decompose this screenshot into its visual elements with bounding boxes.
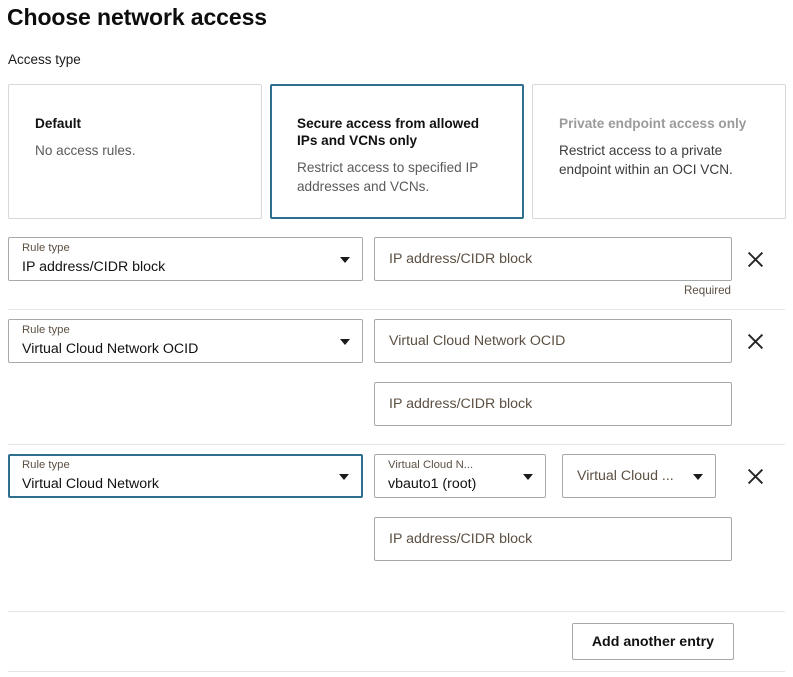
rule-type-value-1: IP address/CIDR block: [22, 259, 166, 275]
vcn-selectors-row: Virtual Cloud N... vbauto1 (root) Virtua…: [374, 454, 732, 498]
ip-cidr-input-2[interactable]: IP address/CIDR block: [374, 382, 732, 426]
rule-type-value-2: Virtual Cloud Network OCID: [22, 341, 199, 357]
ip-cidr-placeholder-2: IP address/CIDR block: [389, 396, 533, 412]
add-another-entry-button[interactable]: Add another entry: [571, 623, 734, 660]
access-type-label: Access type: [8, 52, 81, 67]
rule-type-label-2: Rule type: [22, 324, 70, 336]
caret-down-icon: [340, 339, 350, 345]
page-title: Choose network access: [7, 4, 267, 30]
required-note-1: Required: [683, 284, 731, 297]
access-type-card-private-endpoint-description: Restrict access to a private endpoint wi…: [559, 143, 733, 177]
rule-row: Rule type Virtual Cloud Network OCID Vir…: [0, 310, 793, 445]
access-rules-list: Rule type IP address/CIDR block IP addre…: [0, 228, 793, 561]
footer: Add another entry: [0, 611, 793, 672]
footer-divider-top: [8, 611, 785, 612]
rule-type-label-3: Rule type: [22, 459, 70, 471]
rule-type-label-1: Rule type: [22, 242, 70, 254]
access-type-card-secure-access[interactable]: Secure access from allowed IPs and VCNs …: [270, 84, 524, 219]
rule-type-select-1[interactable]: Rule type IP address/CIDR block: [8, 237, 363, 281]
rule-divider: [8, 309, 785, 310]
vcn-select-3[interactable]: Virtual Cloud ...: [562, 454, 716, 498]
access-type-card-private-endpoint[interactable]: Private endpoint access only Restrict ac…: [532, 84, 786, 219]
access-type-card-default-description: No access rules.: [35, 143, 136, 158]
rule-value-group-1: IP address/CIDR block Required: [374, 237, 732, 297]
rule-value-group-3: Virtual Cloud N... vbauto1 (root) Virtua…: [374, 454, 732, 561]
rule-type-select-3[interactable]: Rule type Virtual Cloud Network: [8, 454, 363, 498]
vcn-ocid-placeholder-2: Virtual Cloud Network OCID: [389, 333, 566, 349]
rule-row: Rule type Virtual Cloud Network Virtual …: [0, 445, 793, 561]
remove-rule-button-1[interactable]: [732, 237, 778, 281]
ip-cidr-input-1[interactable]: IP address/CIDR block: [374, 237, 732, 281]
vcn-compartment-value-3: vbauto1 (root): [388, 476, 477, 492]
rule-type-value-3: Virtual Cloud Network: [22, 476, 159, 492]
access-type-card-group: Default No access rules. Secure access f…: [8, 84, 786, 219]
caret-down-icon: [523, 474, 533, 480]
caret-down-icon: [340, 257, 350, 263]
vcn-compartment-label-3: Virtual Cloud N...: [388, 459, 474, 471]
vcn-placeholder-3: Virtual Cloud ...: [577, 468, 674, 484]
ip-cidr-placeholder-1: IP address/CIDR block: [389, 251, 533, 267]
access-type-card-secure-access-description: Restrict access to specified IP addresse…: [297, 160, 479, 194]
vcn-ocid-input-2[interactable]: Virtual Cloud Network OCID: [374, 319, 732, 363]
rule-type-select-2[interactable]: Rule type Virtual Cloud Network OCID: [8, 319, 363, 363]
access-type-card-default-title: Default: [35, 116, 82, 131]
access-type-card-default[interactable]: Default No access rules.: [8, 84, 262, 219]
rule-divider: [8, 444, 785, 445]
caret-down-icon: [339, 474, 349, 480]
close-icon: [747, 468, 763, 484]
remove-rule-button-2[interactable]: [732, 319, 778, 363]
footer-divider-bottom: [8, 671, 785, 672]
vcn-compartment-select-3[interactable]: Virtual Cloud N... vbauto1 (root): [374, 454, 546, 498]
close-icon: [747, 251, 763, 267]
ip-cidr-input-3[interactable]: IP address/CIDR block: [374, 517, 732, 561]
rule-row: Rule type IP address/CIDR block IP addre…: [0, 228, 793, 310]
remove-rule-button-3[interactable]: [732, 454, 778, 498]
close-icon: [747, 333, 763, 349]
access-type-card-secure-access-title: Secure access from allowed IPs and VCNs …: [297, 116, 480, 148]
ip-cidr-placeholder-3: IP address/CIDR block: [389, 531, 533, 547]
rule-value-group-2: Virtual Cloud Network OCID IP address/CI…: [374, 319, 732, 426]
access-type-card-private-endpoint-title: Private endpoint access only: [559, 116, 747, 131]
caret-down-icon: [693, 474, 703, 480]
